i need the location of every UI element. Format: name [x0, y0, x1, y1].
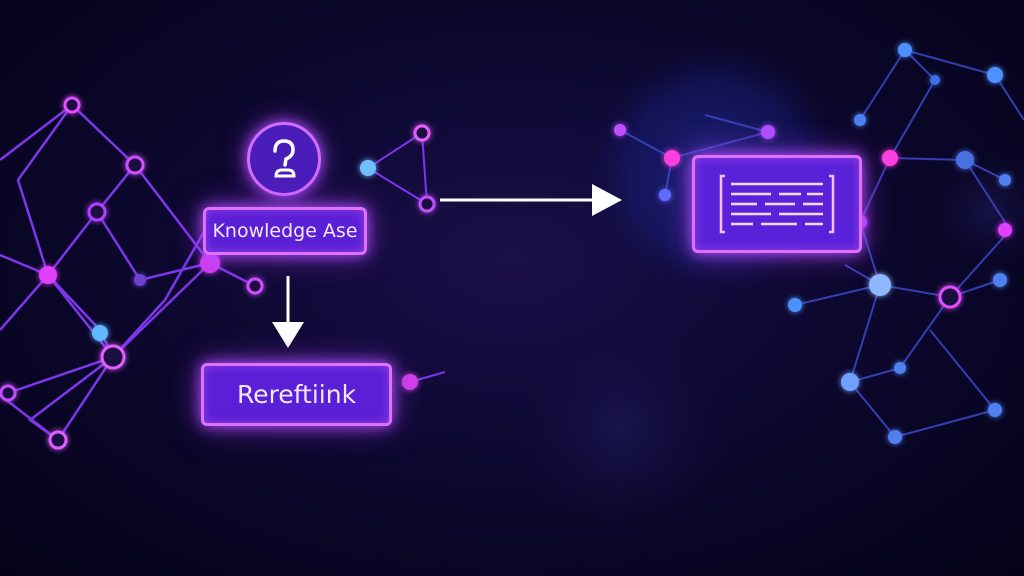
middle-network [366, 132, 446, 383]
question-node [247, 122, 321, 196]
knowledge-base-node: Knowledge Ase [203, 207, 367, 255]
question-person-icon [273, 139, 296, 178]
background-orb [510, 320, 730, 540]
arrow-down [272, 276, 304, 348]
right-network-nodes [614, 43, 1012, 444]
middle-network-nodes [360, 124, 436, 390]
document-node [692, 155, 862, 253]
background-orb [930, 150, 1024, 270]
result-node-label: Rereftiink [236, 380, 357, 409]
document-lines-icon [719, 174, 835, 234]
knowledge-base-label: Knowledge Ase [212, 220, 358, 242]
left-network-nodes [0, 96, 264, 450]
result-node: Rereftiink [201, 363, 392, 426]
arrow-right [440, 184, 622, 216]
